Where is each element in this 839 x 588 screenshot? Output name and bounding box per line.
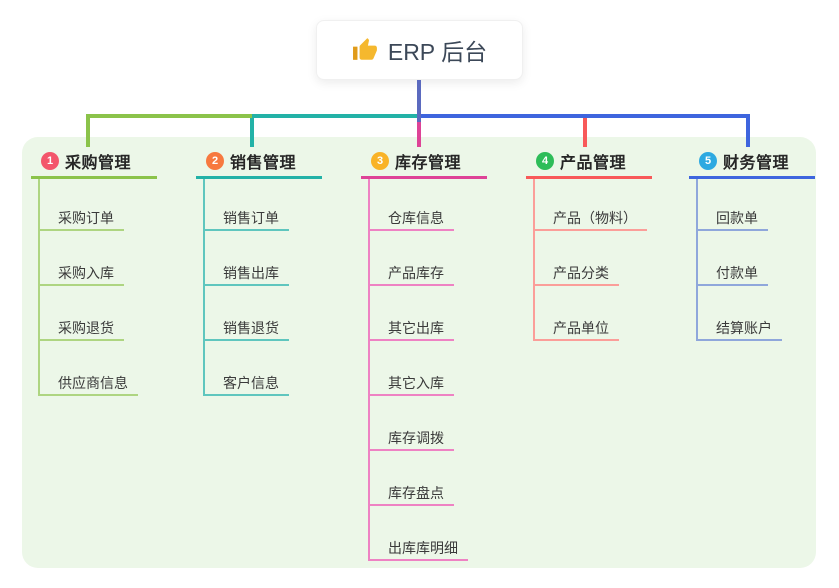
connector-drop-branch3 bbox=[417, 114, 421, 147]
branch-trunk-line bbox=[533, 179, 535, 341]
child-node[interactable]: 供应商信息 bbox=[38, 373, 138, 396]
thumbs-up-icon bbox=[352, 37, 378, 63]
child-node[interactable]: 采购退货 bbox=[38, 318, 124, 341]
connector-root-vertical bbox=[417, 80, 421, 122]
branch-number-badge: 1 bbox=[41, 152, 59, 170]
connector-horizontal-branch2 bbox=[252, 114, 419, 118]
branch-topic-2[interactable]: 2 销售管理 bbox=[196, 146, 322, 179]
branch-number-badge: 3 bbox=[371, 152, 389, 170]
connector-drop-branch1 bbox=[86, 114, 90, 147]
child-node[interactable]: 出库库明细 bbox=[368, 538, 468, 561]
child-node[interactable]: 产品（物料） bbox=[533, 208, 647, 231]
child-node[interactable]: 产品库存 bbox=[368, 263, 454, 286]
connector-horizontal-branch5 bbox=[417, 114, 750, 118]
child-node[interactable]: 销售退货 bbox=[203, 318, 289, 341]
child-node[interactable]: 客户信息 bbox=[203, 373, 289, 396]
branch-topic-4[interactable]: 4 产品管理 bbox=[526, 146, 652, 179]
connector-drop-branch4 bbox=[583, 114, 587, 147]
child-node[interactable]: 销售出库 bbox=[203, 263, 289, 286]
branch-trunk-line bbox=[696, 179, 698, 341]
child-node[interactable]: 采购订单 bbox=[38, 208, 124, 231]
branch-number-badge: 4 bbox=[536, 152, 554, 170]
child-node[interactable]: 付款单 bbox=[696, 263, 768, 286]
branch-topic-5[interactable]: 5 财务管理 bbox=[689, 146, 815, 179]
connector-drop-branch2 bbox=[250, 114, 254, 147]
child-node[interactable]: 仓库信息 bbox=[368, 208, 454, 231]
branch-topic-label: 库存管理 bbox=[395, 155, 462, 172]
branch-number-badge: 2 bbox=[206, 152, 224, 170]
branch-topic-label: 销售管理 bbox=[230, 155, 297, 172]
connector-horizontal-branch1 bbox=[86, 114, 254, 118]
branches-panel bbox=[22, 137, 816, 568]
root-node-label: ERP 后台 bbox=[387, 39, 488, 65]
child-node[interactable]: 库存盘点 bbox=[368, 483, 454, 506]
child-node[interactable]: 其它出库 bbox=[368, 318, 454, 341]
branch-number-badge: 5 bbox=[699, 152, 717, 170]
branch-trunk-line bbox=[368, 179, 370, 561]
branch-trunk-line bbox=[38, 179, 40, 396]
branch-topic-label: 采购管理 bbox=[65, 155, 132, 172]
child-node[interactable]: 采购入库 bbox=[38, 263, 124, 286]
root-node[interactable]: ERP 后台 bbox=[316, 20, 523, 80]
branch-trunk-line bbox=[203, 179, 205, 396]
branch-topic-1[interactable]: 1 采购管理 bbox=[31, 146, 157, 179]
child-node[interactable]: 产品单位 bbox=[533, 318, 619, 341]
child-node[interactable]: 库存调拨 bbox=[368, 428, 454, 451]
connector-drop-branch5 bbox=[746, 114, 750, 147]
child-node[interactable]: 回款单 bbox=[696, 208, 768, 231]
child-node[interactable]: 销售订单 bbox=[203, 208, 289, 231]
branch-topic-3[interactable]: 3 库存管理 bbox=[361, 146, 487, 179]
child-node[interactable]: 产品分类 bbox=[533, 263, 619, 286]
branch-topic-label: 产品管理 bbox=[560, 155, 627, 172]
child-node[interactable]: 其它入库 bbox=[368, 373, 454, 396]
branch-topic-label: 财务管理 bbox=[723, 155, 790, 172]
child-node[interactable]: 结算账户 bbox=[696, 318, 782, 341]
